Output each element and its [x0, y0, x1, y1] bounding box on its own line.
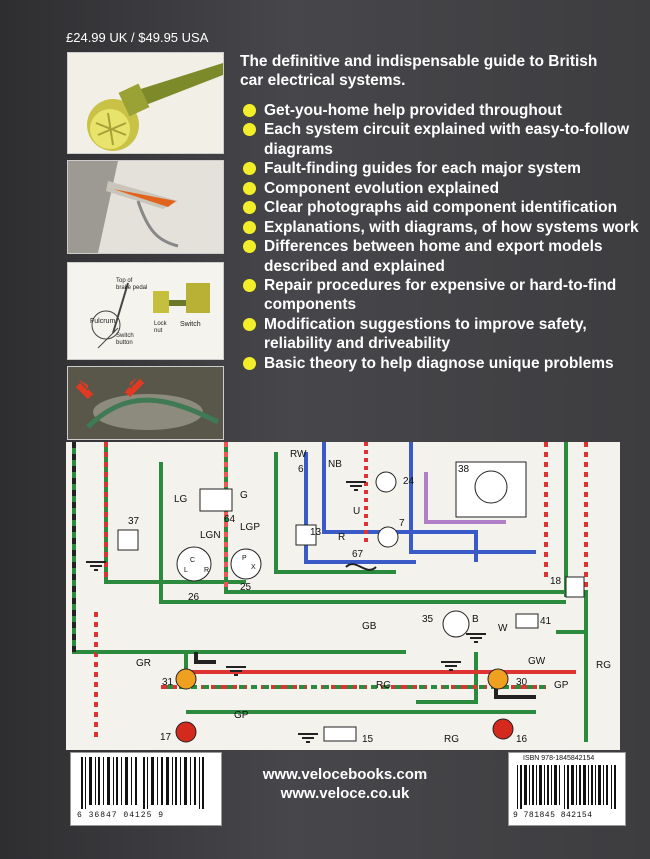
label-c: C [190, 557, 195, 564]
label-lgn: LGN [200, 530, 221, 541]
barcode-price: 6 36847 04125 9 [70, 752, 222, 826]
wiring-diagram: RW NB 38 24 6 LG G 64 U 7 37 LGN LGP 13 … [66, 442, 620, 750]
barcode-isbn: ISBN 978-1845842154 9 781845 842154 [508, 752, 626, 826]
label-fulcrum: Fulcrum [90, 318, 116, 325]
label-31: 31 [162, 677, 174, 688]
bullet-dot-icon [243, 123, 256, 137]
label-15: 15 [362, 734, 374, 745]
bullet-dot-icon [243, 201, 256, 215]
list-item: Component evolution explained [240, 179, 640, 198]
bullet-dot-icon [243, 240, 256, 254]
label-lock-nut: Lock nut [154, 321, 167, 334]
list-item: Fault-finding guides for each major syst… [240, 159, 640, 178]
barcode-bars-icon [81, 757, 204, 809]
list-item: Explanations, with diagrams, of how syst… [240, 218, 640, 237]
label-w: W [498, 623, 508, 634]
label-18: 18 [550, 576, 562, 587]
brake-switch-diagram: Top of brake pedal Fulcrum Switch button… [67, 262, 224, 360]
label-64: 64 [224, 514, 236, 525]
list-item: Differences between home and export mode… [240, 237, 640, 276]
list-item: Get-you-home help provided throughout [240, 101, 640, 120]
label-rg: RG [596, 660, 611, 671]
label-l: L [184, 567, 188, 574]
indicator-photo [67, 160, 224, 254]
barcode-bars-icon [517, 765, 616, 809]
barcode-digits: 9 781845 842154 [513, 811, 593, 820]
engine-photo [67, 366, 224, 440]
label-b: B [472, 614, 479, 625]
label-gp: GP [554, 680, 569, 691]
website-link[interactable]: www.veloce.co.uk [280, 785, 410, 802]
label-gr: GR [136, 658, 151, 669]
isbn-label: ISBN 978-1845842154 [523, 755, 595, 762]
label-37: 37 [128, 516, 140, 527]
label-top-of-brake: Top of brake pedal [116, 278, 148, 291]
label-67: 67 [352, 549, 364, 560]
label-rr: R [204, 567, 209, 574]
barcode-digits: 6 36847 04125 9 [77, 811, 165, 820]
bullet-dot-icon [243, 278, 256, 292]
list-item: Modification suggestions to improve safe… [240, 315, 640, 354]
bullet-dot-icon [243, 162, 256, 176]
website-link[interactable]: www.velocebooks.com [262, 766, 428, 783]
feature-list: Get-you-home help provided throughout Ea… [240, 101, 640, 373]
label-13: 13 [310, 527, 322, 538]
label-lg: LG [174, 494, 188, 505]
connector-photo [67, 52, 224, 154]
label-16: 16 [516, 734, 528, 745]
label-6: 6 [298, 464, 304, 475]
label-41: 41 [540, 616, 552, 627]
label-lgp: LGP [240, 522, 260, 533]
list-item: Repair procedures for expensive or hard-… [240, 276, 640, 315]
list-item: Clear photographs aid component identifi… [240, 198, 640, 217]
label-rw: RW [290, 449, 307, 460]
bullet-dot-icon [243, 104, 256, 117]
label-g: G [240, 490, 248, 501]
label-p: P [242, 555, 247, 562]
label-nb: NB [328, 459, 342, 470]
label-38: 38 [458, 464, 470, 475]
label-gp: GP [234, 710, 249, 721]
label-rg: RG [444, 734, 459, 745]
label-switch-button: Switch button [116, 333, 134, 346]
label-26: 26 [188, 592, 200, 603]
label-30: 30 [516, 677, 528, 688]
bullet-dot-icon [243, 181, 256, 195]
label-switch: Switch [180, 321, 201, 328]
bullet-dot-icon [243, 220, 256, 234]
label-17: 17 [160, 732, 172, 743]
label-25: 25 [240, 582, 252, 593]
label-7: 7 [399, 518, 405, 529]
label-x: X [251, 564, 256, 571]
list-item: Each system circuit explained with easy-… [240, 120, 640, 159]
label-rg: RG [376, 680, 391, 691]
price: £24.99 UK / $49.95 USA [66, 30, 209, 45]
label-gb: GB [362, 621, 377, 632]
label-u: U [353, 506, 360, 517]
label-24: 24 [403, 476, 415, 487]
label-35: 35 [422, 614, 434, 625]
label-r: R [338, 532, 345, 543]
bullet-dot-icon [243, 317, 256, 331]
bullet-dot-icon [243, 356, 256, 370]
list-item: Basic theory to help diagnose unique pro… [240, 354, 640, 373]
label-gw: GW [528, 656, 546, 667]
headline: The definitive and indispensable guide t… [240, 53, 598, 89]
